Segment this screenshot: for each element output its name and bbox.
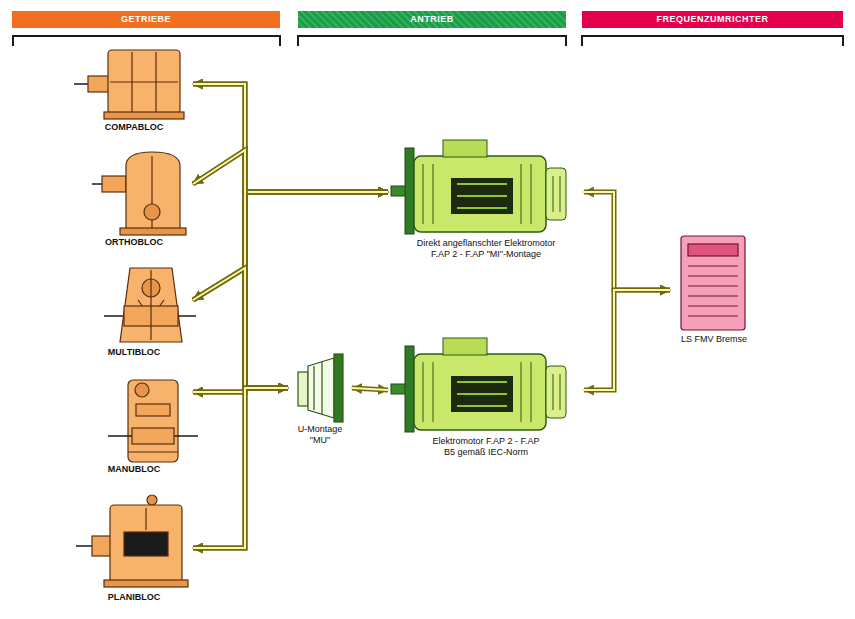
connector-line [193, 84, 388, 192]
section-header: ANTRIEB [298, 11, 566, 28]
connector [193, 268, 288, 388]
connector [193, 84, 388, 192]
gearbox-unit: ORTHOBLOC [75, 150, 193, 248]
unit-label: PLANIBLOC [75, 592, 193, 603]
connector-core [193, 84, 288, 388]
connector-line [193, 150, 388, 192]
section-bracket [13, 36, 843, 46]
gearbox-unit: MANUBLOC [75, 378, 193, 475]
gearbox-unit: MULTIBLOC [75, 264, 193, 358]
connector-core [193, 150, 288, 388]
inverter-unit: LS FMV Bremse [670, 234, 758, 345]
connector [193, 192, 388, 392]
adapter-unit: U-Montage "MU" [288, 352, 352, 447]
adapter-drawing [298, 354, 343, 422]
connector-line [584, 290, 670, 390]
connector [193, 84, 288, 388]
gearbox-drawing [76, 495, 188, 587]
connector-core [193, 192, 388, 548]
connector [193, 388, 288, 548]
connector-line [193, 388, 288, 548]
unit-label: ORTHOBLOC [75, 237, 193, 248]
unit-label: COMPABLOC [75, 122, 193, 133]
connector [584, 290, 670, 390]
connector-line [193, 84, 288, 388]
gearbox-unit: COMPABLOC [75, 46, 193, 133]
connector [193, 150, 288, 388]
connector-line [352, 388, 388, 390]
connector-core [352, 388, 388, 390]
gearbox-drawing [74, 50, 184, 119]
connector-line [584, 192, 670, 290]
unit-label: MULTIBLOC [75, 347, 193, 358]
connector [584, 192, 670, 290]
gearbox-drawing [92, 152, 186, 235]
connector [352, 388, 388, 390]
unit-label: Elektromotor F.AP 2 - F.AP B5 gemäß IEC-… [426, 436, 546, 459]
gearbox-drawing [104, 268, 196, 342]
header-text: GETRIEBE [12, 11, 280, 28]
connector [193, 192, 388, 548]
connector-core [584, 192, 670, 290]
motor-drawing [391, 140, 566, 234]
section-header: GETRIEBE [12, 11, 280, 28]
inverter-drawing [681, 236, 745, 330]
unit-label: LS FMV Bremse [670, 334, 758, 345]
connector-line [193, 150, 288, 388]
header-text: ANTRIEB [298, 11, 566, 28]
gearbox-unit: PLANIBLOC [75, 496, 193, 603]
motor-drawing [391, 338, 566, 432]
connector-line [193, 192, 388, 548]
motor-unit: Direkt angeflanschter Elektromotor F.AP … [388, 138, 584, 261]
gearbox-drawing [108, 380, 198, 462]
motor-unit: Elektromotor F.AP 2 - F.AP B5 gemäß IEC-… [388, 336, 584, 459]
header-text: FREQUENZUMRICHTER [582, 11, 843, 28]
connector-core [193, 388, 288, 548]
connector [193, 150, 388, 192]
unit-label: U-Montage "MU" [288, 424, 352, 447]
connector-core [193, 192, 388, 392]
connector-core [193, 84, 388, 192]
connector-core [193, 150, 388, 192]
section-header: FREQUENZUMRICHTER [582, 11, 843, 28]
connector-core [584, 290, 670, 390]
connector-line [193, 268, 288, 388]
connector-line [193, 192, 388, 392]
unit-label: MANUBLOC [75, 464, 193, 475]
connector-core [193, 268, 288, 388]
unit-label: Direkt angeflanschter Elektromotor F.AP … [411, 238, 561, 261]
